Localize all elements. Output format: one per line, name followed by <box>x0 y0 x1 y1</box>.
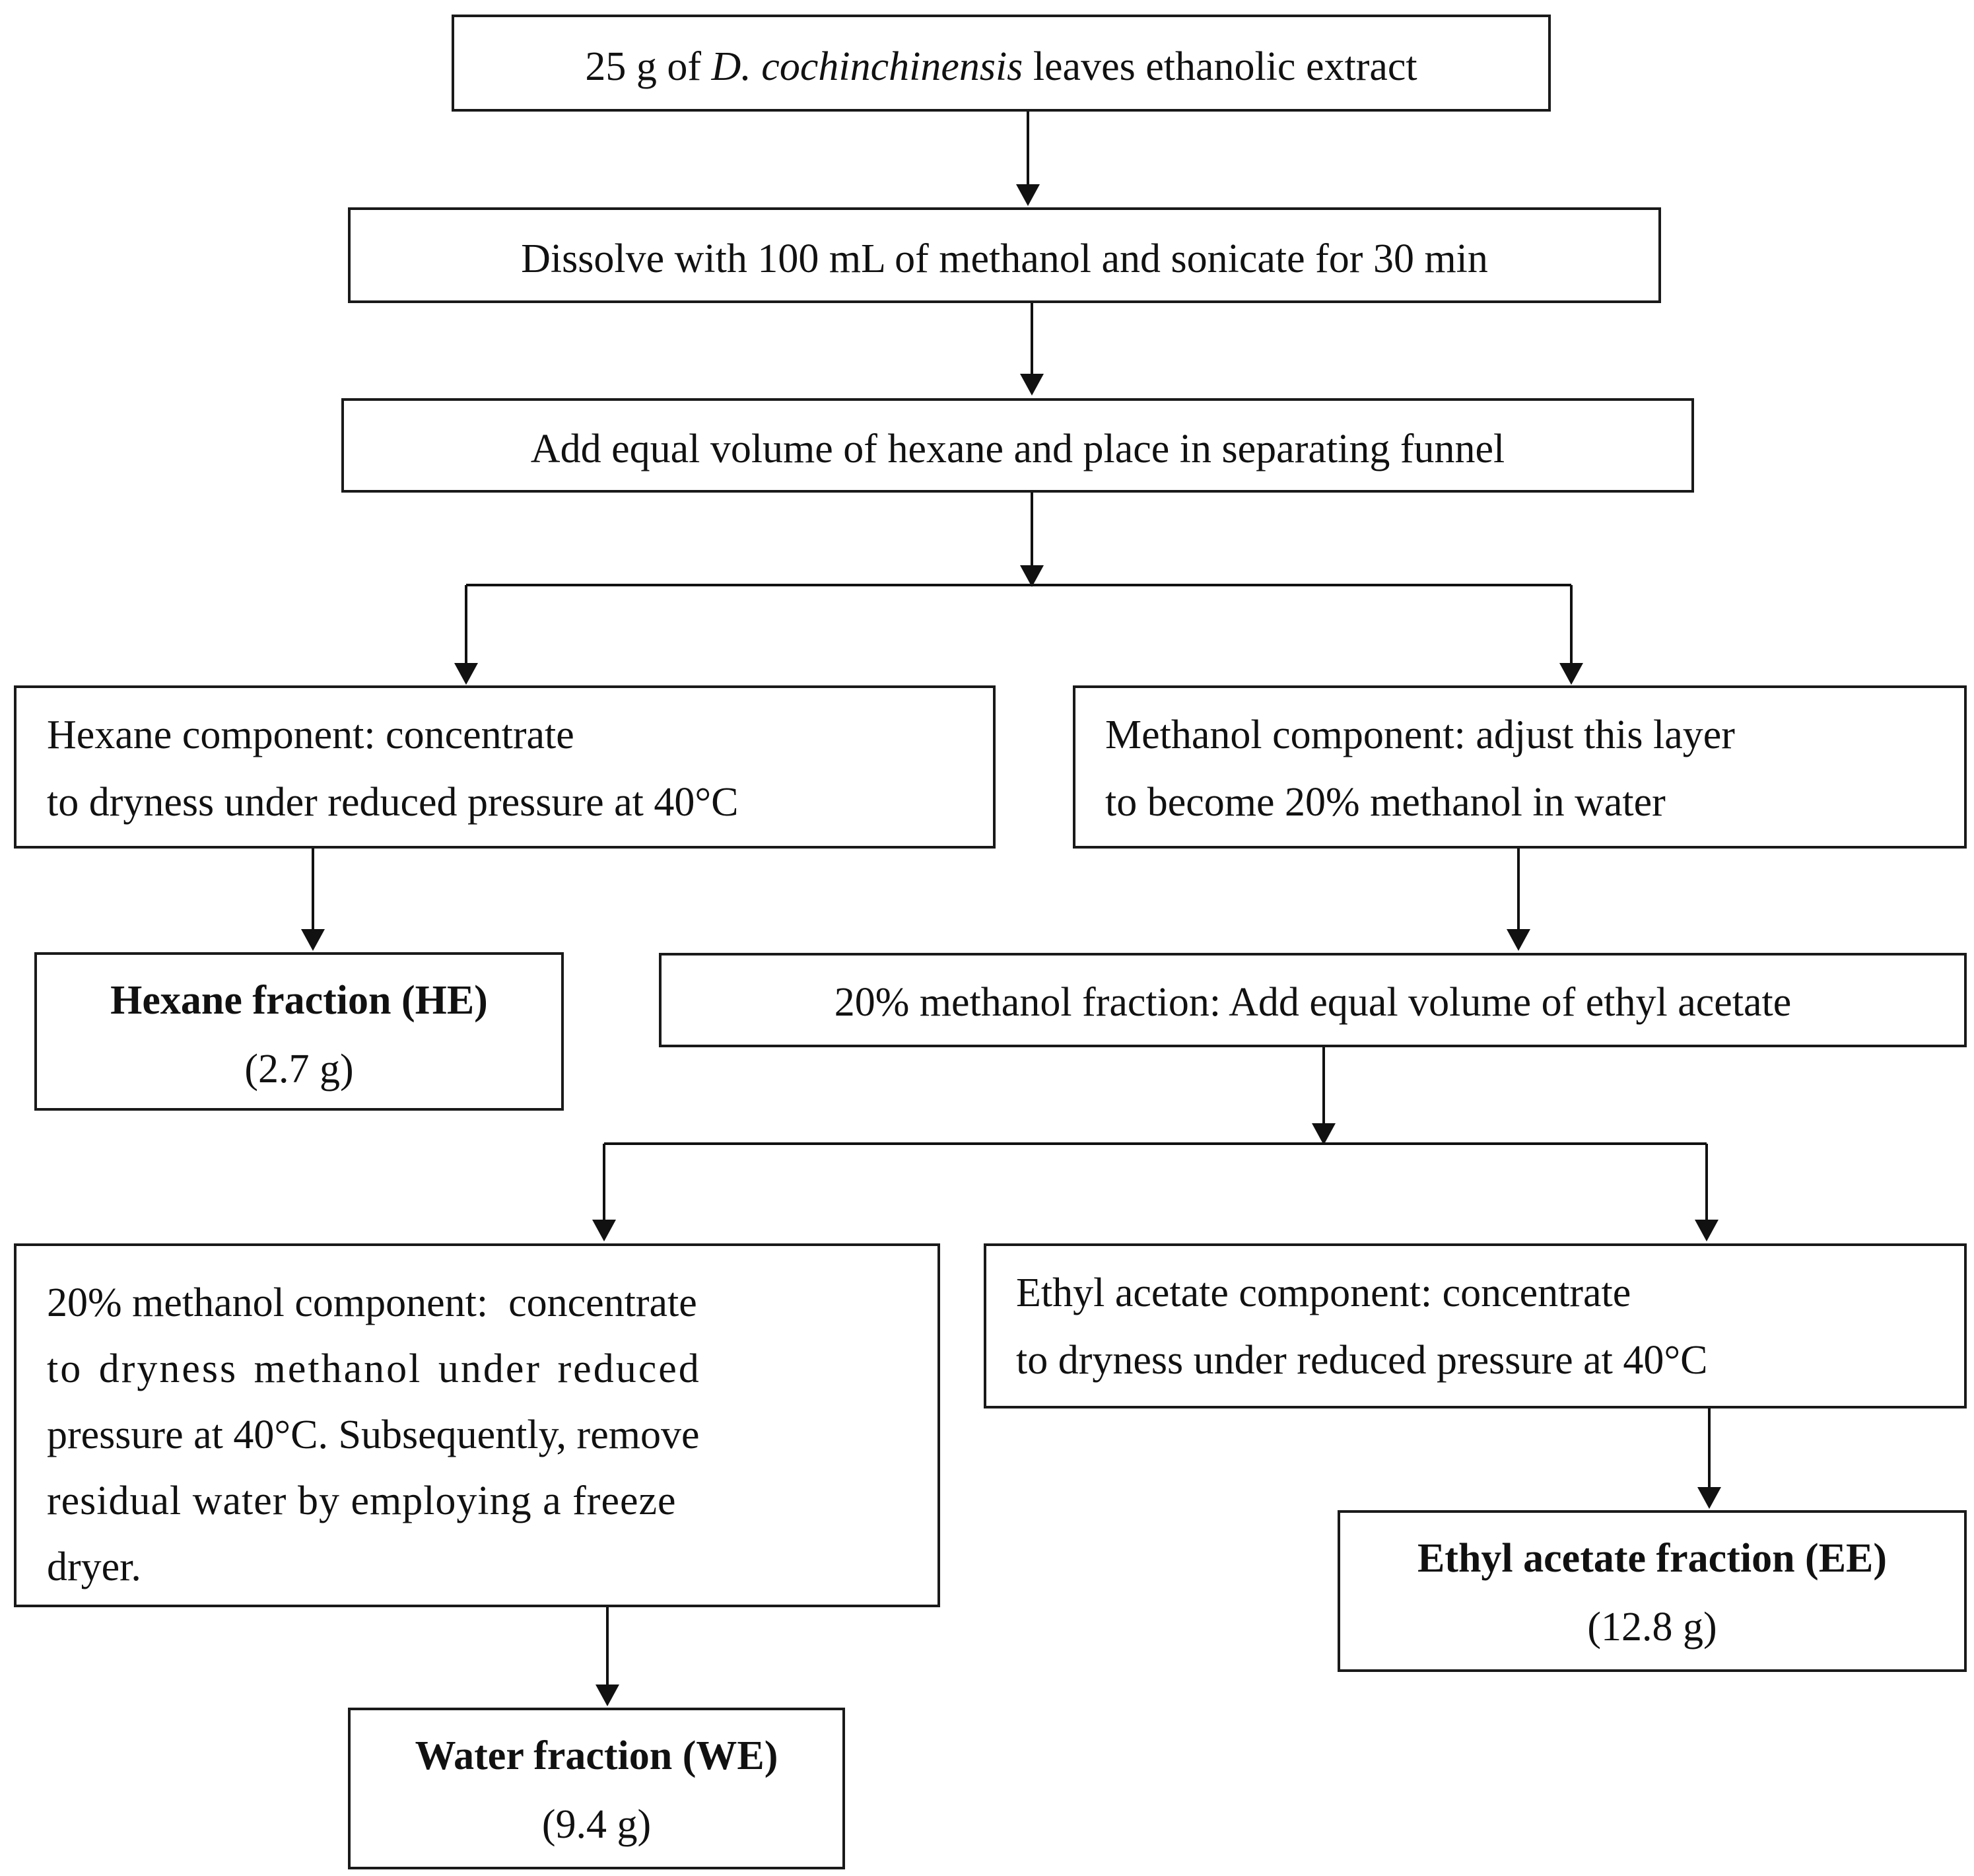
methanol20-component-line2: to dryness methanol under reduced <box>47 1346 701 1391</box>
hexane-fraction-amount: (2.7 g) <box>244 1047 354 1092</box>
hexane-component-line2: to dryness under reduced pressure at 40°… <box>47 780 739 825</box>
dissolve-node: Dissolve with 100 mL of methanol and son… <box>348 207 1661 303</box>
methanol20-component-line4: residual water by employing a freeze <box>47 1478 677 1523</box>
methanol-component-line1: Methanol component: adjust this layer <box>1105 712 1735 757</box>
water-fraction-title: Water fraction (WE) <box>415 1733 778 1778</box>
methanol-component-node: Methanol component: adjust this layer to… <box>1073 685 1967 849</box>
water-fraction-node: Water fraction (WE) (9.4 g) <box>348 1708 845 1869</box>
water-fraction-amount: (9.4 g) <box>541 1802 652 1847</box>
methanol20-component-line1: 20% methanol component: concentrate <box>47 1280 697 1325</box>
methanol-component-line2: to become 20% methanol in water <box>1105 780 1666 825</box>
methanol20-fraction-node: 20% methanol fraction: Add equal volume … <box>659 953 1967 1047</box>
hexane-fraction-title: Hexane fraction (HE) <box>110 978 488 1023</box>
add-hexane-node: Add equal volume of hexane and place in … <box>341 398 1694 493</box>
ethyl-component-node: Ethyl acetate component: concentrate to … <box>984 1243 1967 1408</box>
methanol20-component-line3: pressure at 40°C. Subsequently, remove <box>47 1412 700 1457</box>
ethyl-component-line2: to dryness under reduced pressure at 40°… <box>1016 1338 1708 1383</box>
ethyl-component-line1: Ethyl acetate component: concentrate <box>1016 1270 1631 1315</box>
hexane-component-node: Hexane component: concentrate to dryness… <box>14 685 996 849</box>
start-prefix: 25 g of <box>585 44 712 89</box>
ethyl-fraction-node: Ethyl acetate fraction (EE) (12.8 g) <box>1338 1510 1967 1672</box>
ethyl-fraction-amount: (12.8 g) <box>1587 1605 1717 1650</box>
start-suffix: leaves ethanolic extract <box>1023 44 1417 89</box>
add-hexane-text: Add equal volume of hexane and place in … <box>530 427 1505 471</box>
hexane-component-line1: Hexane component: concentrate <box>47 712 574 757</box>
dissolve-text: Dissolve with 100 mL of methanol and son… <box>521 236 1488 281</box>
methanol20-component-line5: dryer. <box>47 1545 141 1589</box>
methanol20-fraction-text: 20% methanol fraction: Add equal volume … <box>834 980 1792 1025</box>
start-node: 25 g of D. cochinchinensis leaves ethano… <box>452 15 1551 112</box>
ethyl-fraction-title: Ethyl acetate fraction (EE) <box>1417 1536 1888 1581</box>
methanol20-component-node: 20% methanol component: concentrate to d… <box>14 1243 940 1607</box>
species-name: D. cochinchinensis <box>711 44 1023 89</box>
hexane-fraction-node: Hexane fraction (HE) (2.7 g) <box>34 952 564 1111</box>
